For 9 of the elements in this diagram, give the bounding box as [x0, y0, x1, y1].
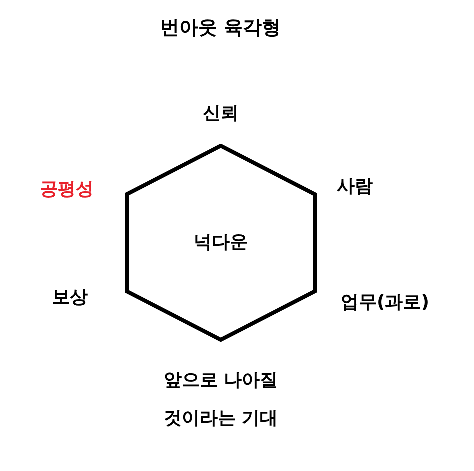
- hexagon-node: [125, 144, 317, 342]
- node-label: 넉다운: [194, 231, 248, 255]
- vertex-label: 업무(과로): [341, 291, 430, 315]
- vertex-label: 신뢰: [203, 102, 239, 126]
- vertex-label: 보상: [52, 286, 88, 310]
- vertex-label: 앞으로 나아질 것이라는 기대: [162, 369, 280, 431]
- vertex-label: 사람: [337, 175, 373, 199]
- diagram-title: 번아웃 육각형: [160, 16, 282, 40]
- vertex-label: 공평성: [40, 178, 94, 202]
